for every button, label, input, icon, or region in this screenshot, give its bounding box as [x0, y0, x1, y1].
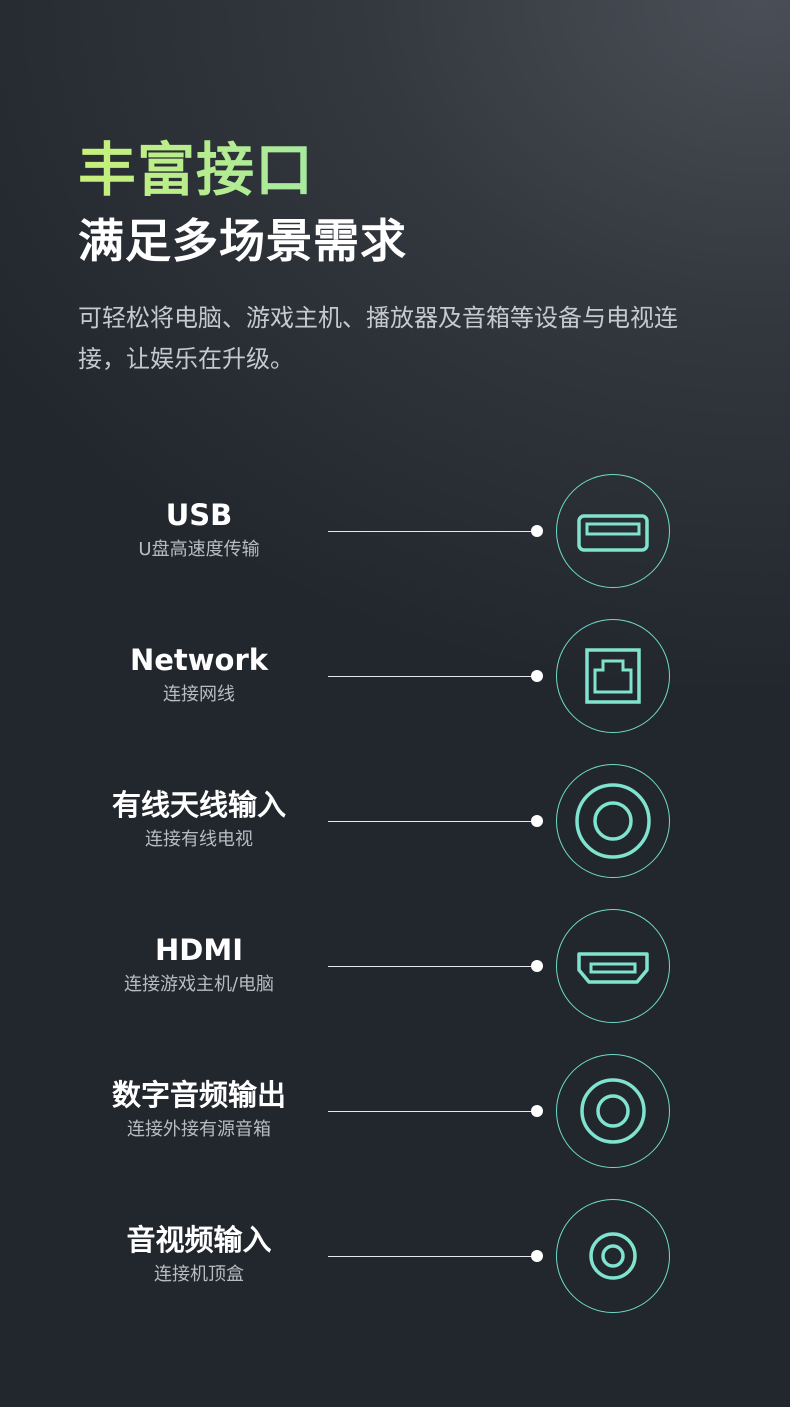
- port-name: USB: [165, 498, 233, 532]
- port-label-hdmi: HDMI 连接游戏主机/电脑: [68, 932, 330, 998]
- port-desc: 连接游戏主机/电脑: [123, 974, 275, 995]
- connector-line: [328, 1256, 534, 1257]
- port-row-network: Network 连接网线: [0, 616, 790, 736]
- port-name: 数字音频输出: [111, 1078, 286, 1112]
- port-label-optical: 数字音频输出 连接外接有源音箱: [68, 1077, 330, 1143]
- connector-line: [328, 1111, 534, 1112]
- port-desc: 连接外接有源音箱: [127, 1119, 271, 1140]
- port-desc: 连接机顶盒: [154, 1264, 244, 1285]
- connector-dot: [531, 1105, 543, 1117]
- optical-audio-port-icon: [556, 1054, 670, 1168]
- page-description: 可轻松将电脑、游戏主机、播放器及音箱等设备与电视连接，让娱乐在升级。: [78, 304, 678, 373]
- port-name: HDMI: [155, 933, 243, 967]
- page-subtitle: 满足多场景需求: [78, 214, 407, 268]
- av-port-icon: [556, 1199, 670, 1313]
- port-row-hdmi: HDMI 连接游戏主机/电脑: [0, 906, 790, 1026]
- port-row-usb: USB U盘高速度传输: [0, 471, 790, 591]
- antenna-port-icon: [556, 764, 670, 878]
- connector-line: [328, 531, 534, 532]
- port-desc: 连接有线电视: [145, 829, 253, 850]
- usb-port-icon: [556, 474, 670, 588]
- connector-dot: [531, 525, 543, 537]
- connector-dot: [531, 1250, 543, 1262]
- port-row-antenna: 有线天线输入 连接有线电视: [0, 761, 790, 881]
- port-desc: 连接网线: [163, 684, 235, 705]
- connector-line: [328, 821, 534, 822]
- port-row-optical: 数字音频输出 连接外接有源音箱: [0, 1051, 790, 1171]
- port-row-av: 音视频输入 连接机顶盒: [0, 1196, 790, 1316]
- ethernet-port-icon: [556, 619, 670, 733]
- connector-line: [328, 676, 534, 677]
- port-name: 有线天线输入: [111, 788, 286, 822]
- port-label-av: 音视频输入 连接机顶盒: [68, 1222, 330, 1288]
- page-title: 丰富接口: [78, 132, 718, 208]
- connector-line: [328, 966, 534, 967]
- port-label-usb: USB U盘高速度传输: [68, 497, 330, 563]
- port-desc: U盘高速度传输: [138, 539, 260, 560]
- port-name: Network: [129, 643, 269, 677]
- port-label-network: Network 连接网线: [68, 642, 330, 708]
- port-name: 音视频输入: [126, 1223, 272, 1257]
- connector-dot: [531, 815, 543, 827]
- connector-dot: [531, 960, 543, 972]
- connector-dot: [531, 670, 543, 682]
- header: 丰富接口 满足多场景需求 可轻松将电脑、游戏主机、播放器及音箱等设备与电视连接，…: [78, 132, 718, 380]
- port-label-antenna: 有线天线输入 连接有线电视: [68, 787, 330, 853]
- hdmi-port-icon: [556, 909, 670, 1023]
